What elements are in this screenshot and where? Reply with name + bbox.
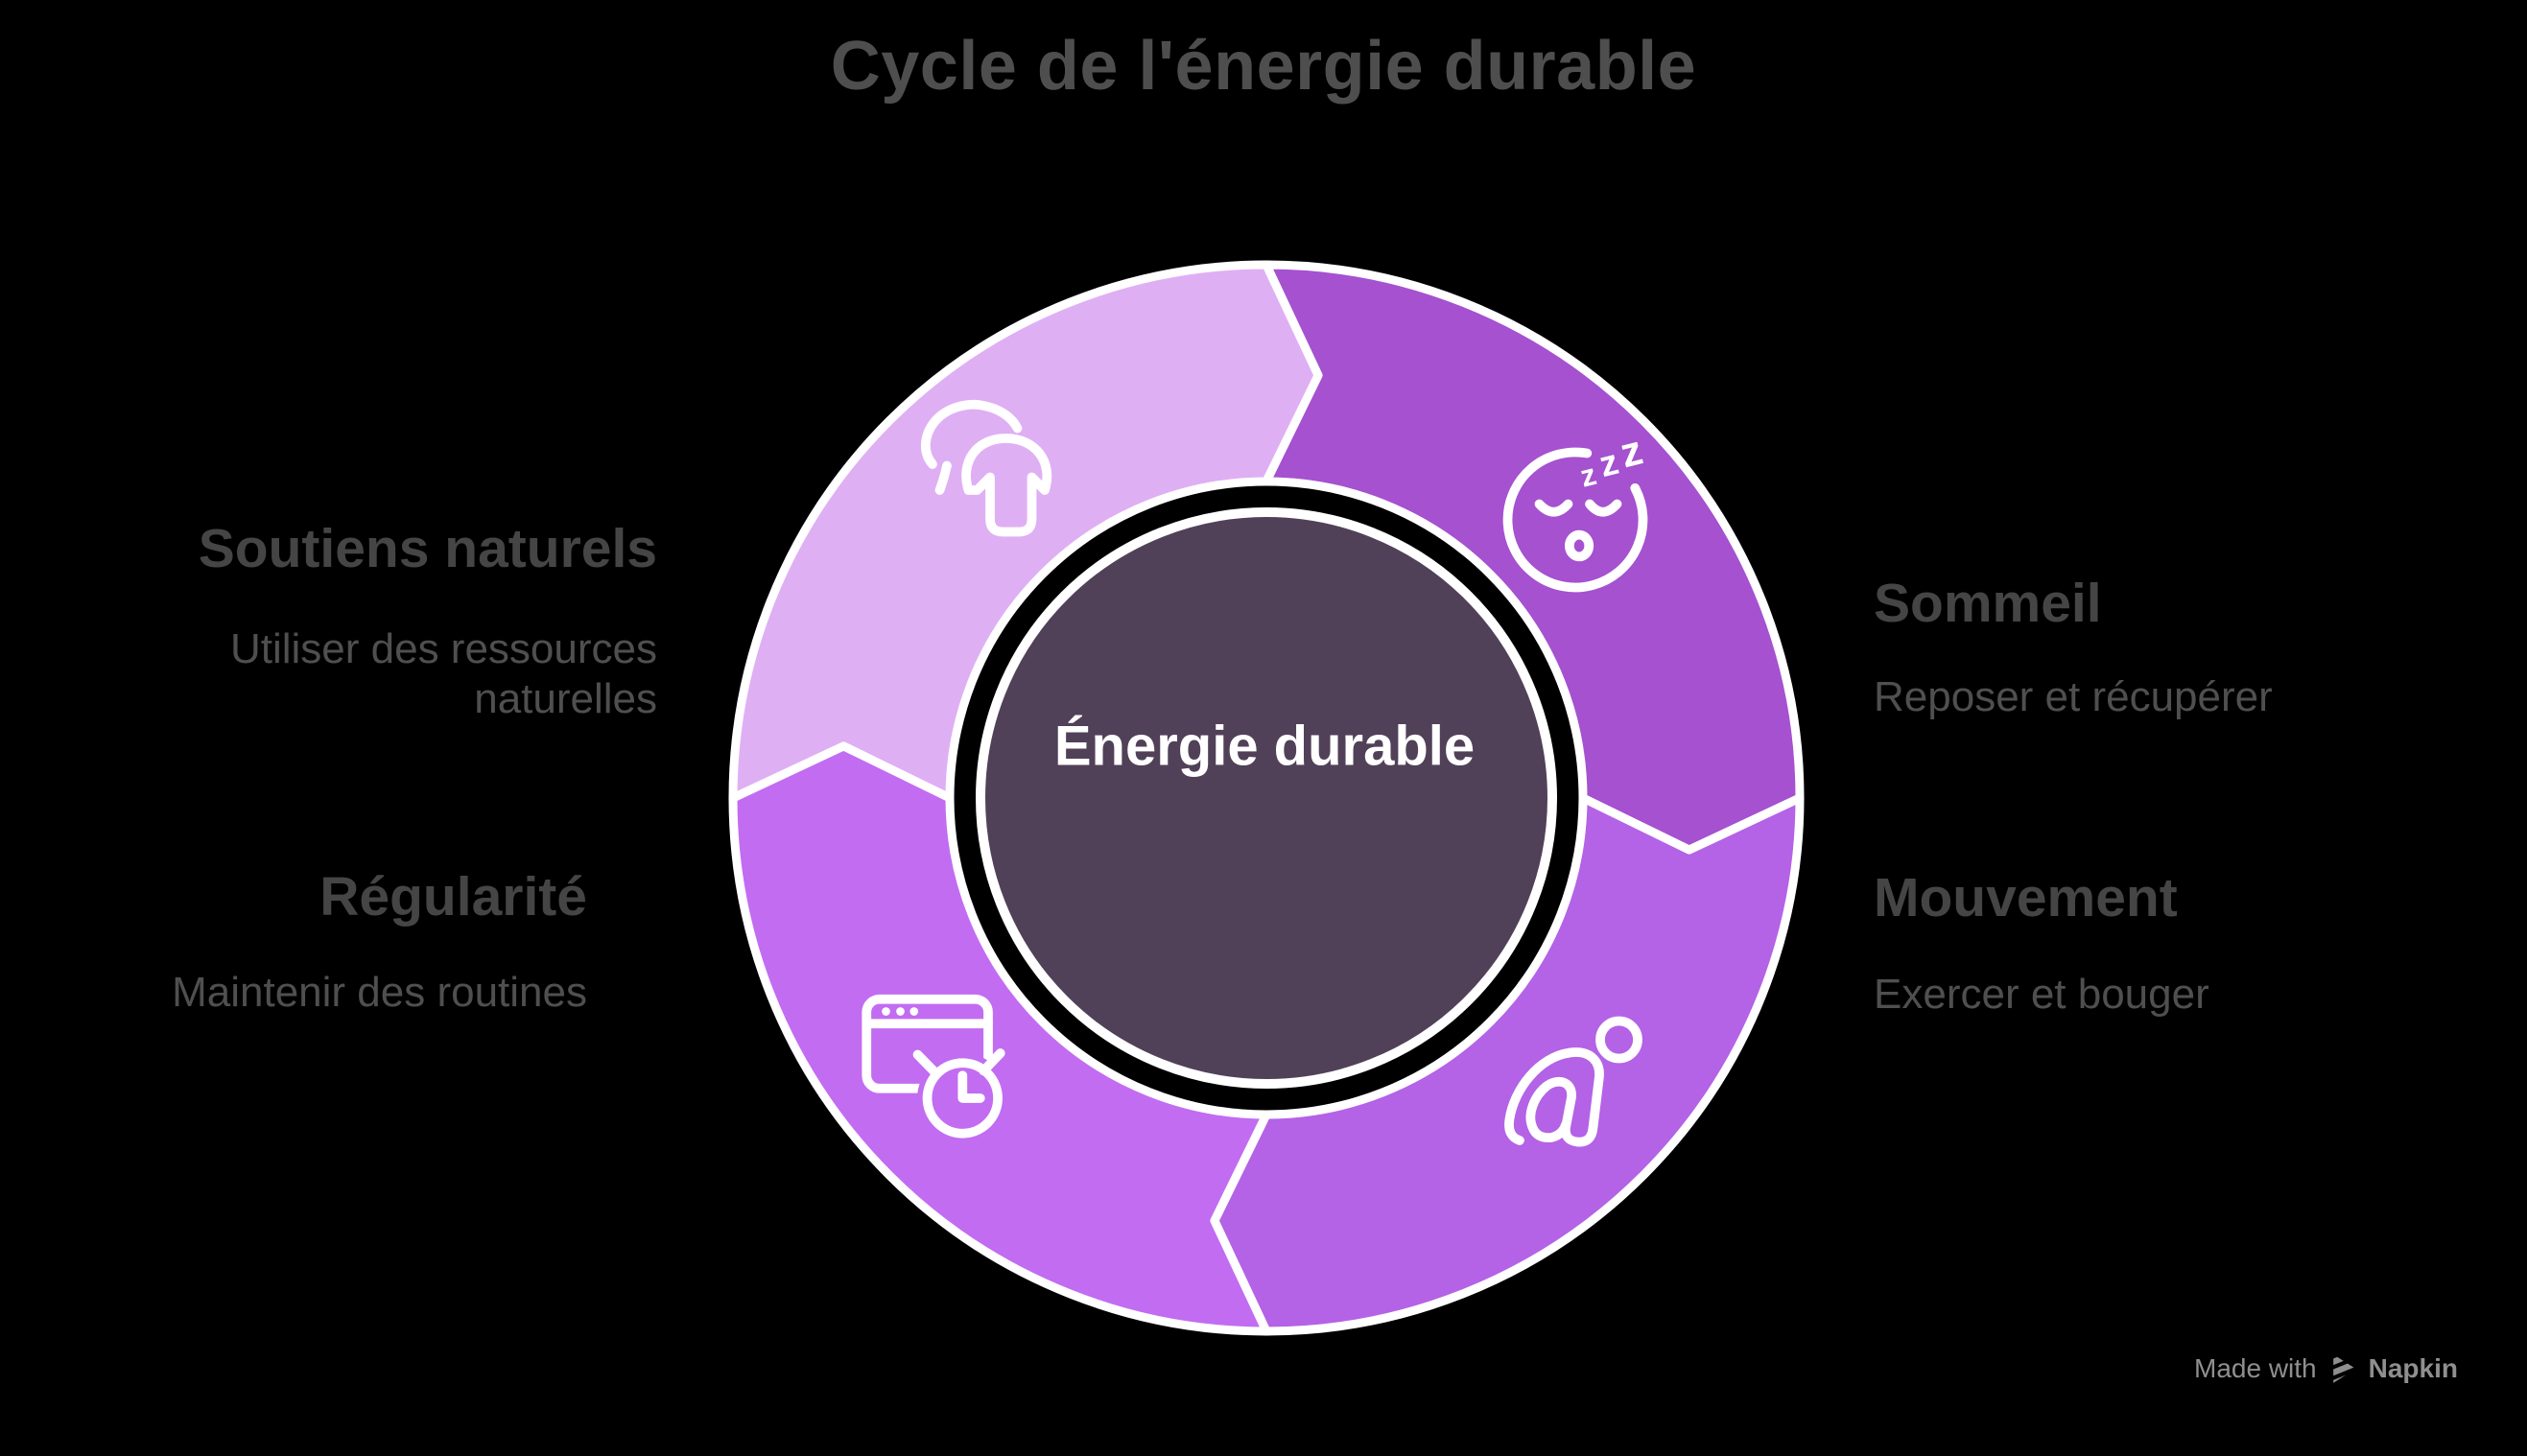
label-regularite: Régularité Maintenir des routines [0, 866, 587, 1018]
stage-heading: Sommeil [1874, 573, 2102, 634]
segment-mouvement [1210, 793, 1805, 1336]
stage-description: Maintenir des routines [172, 968, 587, 1016]
label-sommeil: Sommeil Reposer et récupérer [1874, 573, 2527, 722]
stage-heading: Régularité [319, 866, 587, 928]
diagram-title: Cycle de l'énergie durable [830, 28, 1697, 105]
sleeping-face-icon: z z z [1502, 427, 1648, 593]
segment-sommeil [1262, 260, 1805, 855]
stage-description: Utiliser des ressources naturelles [229, 624, 657, 723]
segment-regularite [728, 741, 1271, 1336]
stage-heading: Soutiens naturels [198, 518, 657, 579]
label-mouvement: Mouvement Exercer et bouger [1874, 867, 2527, 1020]
made-with-attribution: Made with Napkin [2194, 1352, 2458, 1385]
window-clock-icon [862, 994, 1008, 1144]
stage-heading: Mouvement [1874, 867, 2178, 928]
napkin-brand-text: Napkin [2368, 1353, 2458, 1383]
label-soutiens-naturels: Soutiens naturels Utiliser des ressource… [62, 518, 657, 725]
center-label: Énergie durable [1053, 715, 1476, 778]
center-hub-circle [976, 507, 1557, 1089]
mushroom-icon [921, 399, 1052, 537]
stage-description: Reposer et récupérer [1874, 672, 2273, 720]
made-with-text: Made with [2194, 1353, 2317, 1383]
stage-description: Exercer et bouger [1874, 970, 2209, 1018]
napkin-logo-icon [2332, 1354, 2356, 1383]
stretching-person-icon [1504, 1016, 1642, 1147]
